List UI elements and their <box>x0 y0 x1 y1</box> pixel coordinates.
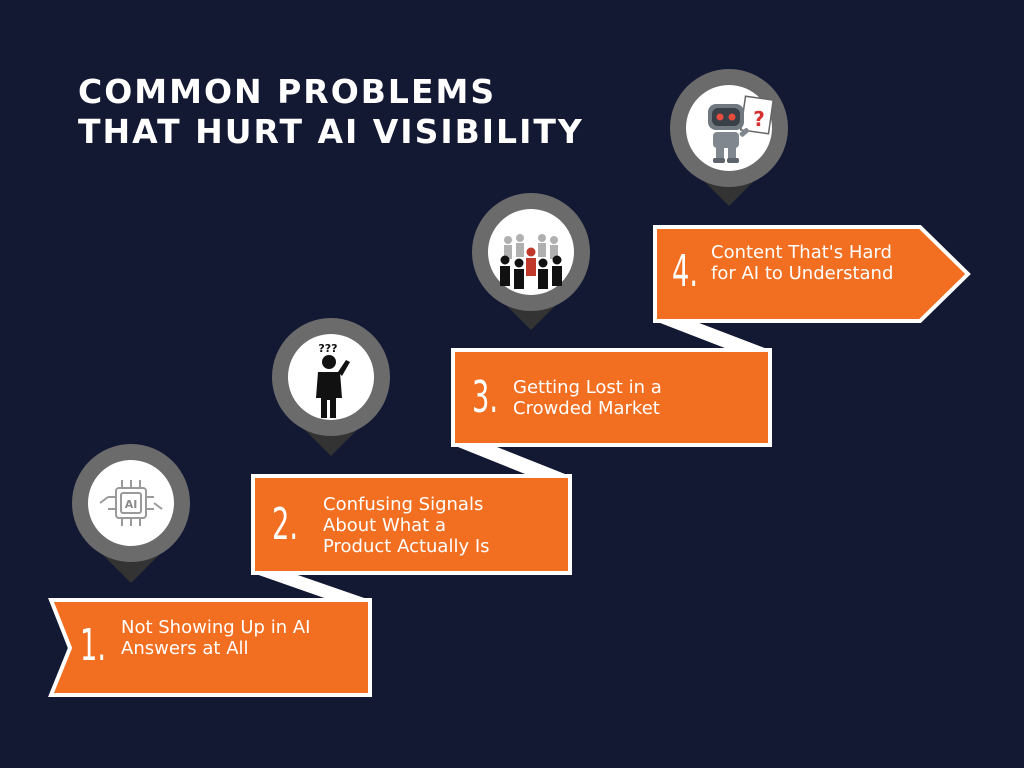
step-4-text: Content That's Hard for AI to Understand <box>711 242 893 284</box>
banner-3 <box>451 348 772 447</box>
chip-label: AI <box>125 498 138 511</box>
connector-3-4 <box>655 321 770 350</box>
step-2-line-3: Product Actually Is <box>323 536 490 557</box>
step-2-number: 2. <box>272 499 299 550</box>
banner-1 <box>48 598 372 697</box>
question-marks: ??? <box>318 342 337 355</box>
step-3-number: 3. <box>472 372 499 423</box>
robot-question-mark: ? <box>753 107 765 131</box>
pin-4: ? <box>670 69 788 206</box>
step-2-text: Confusing Signals About What a Product A… <box>323 494 490 557</box>
step-banners <box>48 225 971 697</box>
step-3-line-1: Getting Lost in a <box>513 377 662 398</box>
step-1-number: 1. <box>80 620 107 671</box>
connector-1-2 <box>253 573 370 600</box>
connector-2-3 <box>453 445 570 476</box>
banner-2 <box>251 474 572 575</box>
step-1-line-2: Answers at All <box>121 638 249 659</box>
page-title: COMMON PROBLEMS THAT HURT AI VISIBILITY <box>78 72 584 152</box>
step-4-line-1: Content That's Hard <box>711 242 892 263</box>
step-1-line-1: Not Showing Up in AI <box>121 617 311 638</box>
step-2-line-2: About What a <box>323 515 446 536</box>
confused-robot-icon <box>708 95 775 163</box>
pin-2: ??? <box>272 318 390 456</box>
crowd-icon <box>500 234 562 289</box>
step-4-line-2: for AI to Understand <box>711 263 894 284</box>
title-line-2: THAT HURT AI VISIBILITY <box>78 112 584 151</box>
step-3-text: Getting Lost in a Crowded Market <box>513 377 662 419</box>
banner-4 <box>653 225 971 323</box>
step-2-line-1: Confusing Signals <box>323 494 484 515</box>
step-1-text: Not Showing Up in AI Answers at All <box>121 617 310 659</box>
step-connectors <box>253 321 770 600</box>
confused-person-icon <box>316 355 350 418</box>
pin-1: AI <box>72 444 190 583</box>
pin-3 <box>472 193 590 330</box>
title-line-1: COMMON PROBLEMS <box>78 72 497 111</box>
step-4-number: 4. <box>672 246 699 297</box>
step-3-line-2: Crowded Market <box>513 398 660 419</box>
ai-chip-icon <box>99 480 163 526</box>
